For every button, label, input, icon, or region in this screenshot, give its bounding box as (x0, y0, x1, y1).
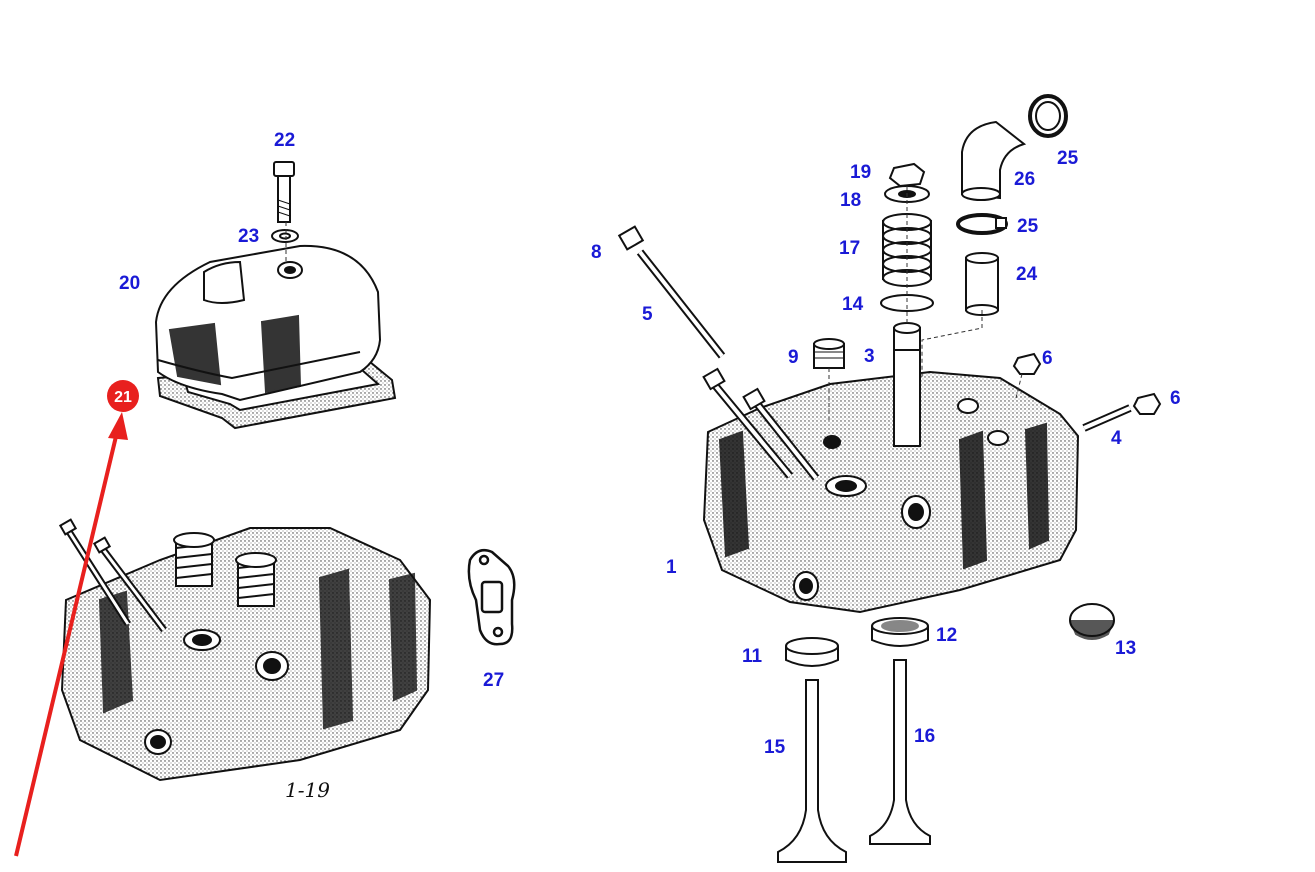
part-label-3[interactable]: 3 (864, 346, 875, 367)
exhaust-gasket-27 (467, 549, 516, 646)
pipe-24 (965, 257, 999, 311)
part-label-20[interactable]: 20 (119, 273, 140, 294)
red-arrow-line (14, 427, 120, 857)
part-label-13[interactable]: 13 (1115, 638, 1136, 659)
part-label-14[interactable]: 14 (842, 294, 864, 315)
valve-seat-12 (871, 617, 929, 647)
part-label-23[interactable]: 23 (238, 226, 259, 247)
cup-plug-13 (1069, 603, 1115, 640)
figure-label: 1-19 (285, 778, 330, 802)
part-label-6-upper[interactable]: 6 (1042, 348, 1053, 369)
bolt-22-shank (277, 175, 291, 223)
nut-6-upper (1012, 352, 1042, 375)
hose-clamp-25-top (1028, 94, 1068, 138)
highlight-badge-number: 21 (114, 389, 132, 406)
nut-8 (617, 225, 645, 251)
red-arrow-head (108, 412, 128, 440)
hose-clamp-25-mid (956, 213, 1008, 235)
part-label-1[interactable]: 1 (666, 557, 677, 578)
part-label-6-right[interactable]: 6 (1170, 388, 1181, 409)
nut-6-right (1132, 392, 1162, 415)
part-label-5[interactable]: 5 (642, 304, 653, 325)
part-label-11[interactable]: 11 (742, 646, 763, 667)
nut-19 (888, 162, 926, 188)
part-label-18[interactable]: 18 (840, 190, 861, 211)
assembled-head-group (58, 518, 432, 782)
part-label-8[interactable]: 8 (591, 242, 602, 263)
part-label-22[interactable]: 22 (274, 130, 295, 151)
part-label-15[interactable]: 15 (764, 737, 786, 758)
part-label-12[interactable]: 12 (936, 625, 957, 646)
part-label-17[interactable]: 17 (839, 238, 860, 259)
part-label-25-mid[interactable]: 25 (1017, 216, 1039, 237)
part-label-25-top[interactable]: 25 (1057, 148, 1079, 169)
part-label-4[interactable]: 4 (1111, 428, 1122, 449)
part-label-16[interactable]: 16 (914, 726, 935, 747)
assembly-guide-lines (285, 186, 1023, 420)
elbow-pipe-26 (961, 120, 1027, 200)
part-label-24[interactable]: 24 (1016, 264, 1038, 285)
part-label-19[interactable]: 19 (850, 162, 871, 183)
valve-15 (777, 679, 847, 863)
part-labels: 22 23 20 19 18 17 14 3 9 8 5 26 25 25 24… (119, 130, 1181, 758)
valve-guide-3 (893, 327, 921, 447)
valve-seat-11 (785, 637, 839, 667)
highlight-badge[interactable] (107, 380, 139, 412)
highlight-pointer: 21 (14, 380, 139, 857)
bolt-22-head (273, 161, 295, 177)
valve-cover-group (154, 161, 397, 430)
part-label-26[interactable]: 26 (1014, 169, 1035, 190)
cylinder-head-1 (702, 322, 1080, 614)
valve-16 (869, 659, 931, 845)
part-label-9[interactable]: 9 (788, 347, 799, 368)
part-label-27[interactable]: 27 (483, 670, 504, 691)
